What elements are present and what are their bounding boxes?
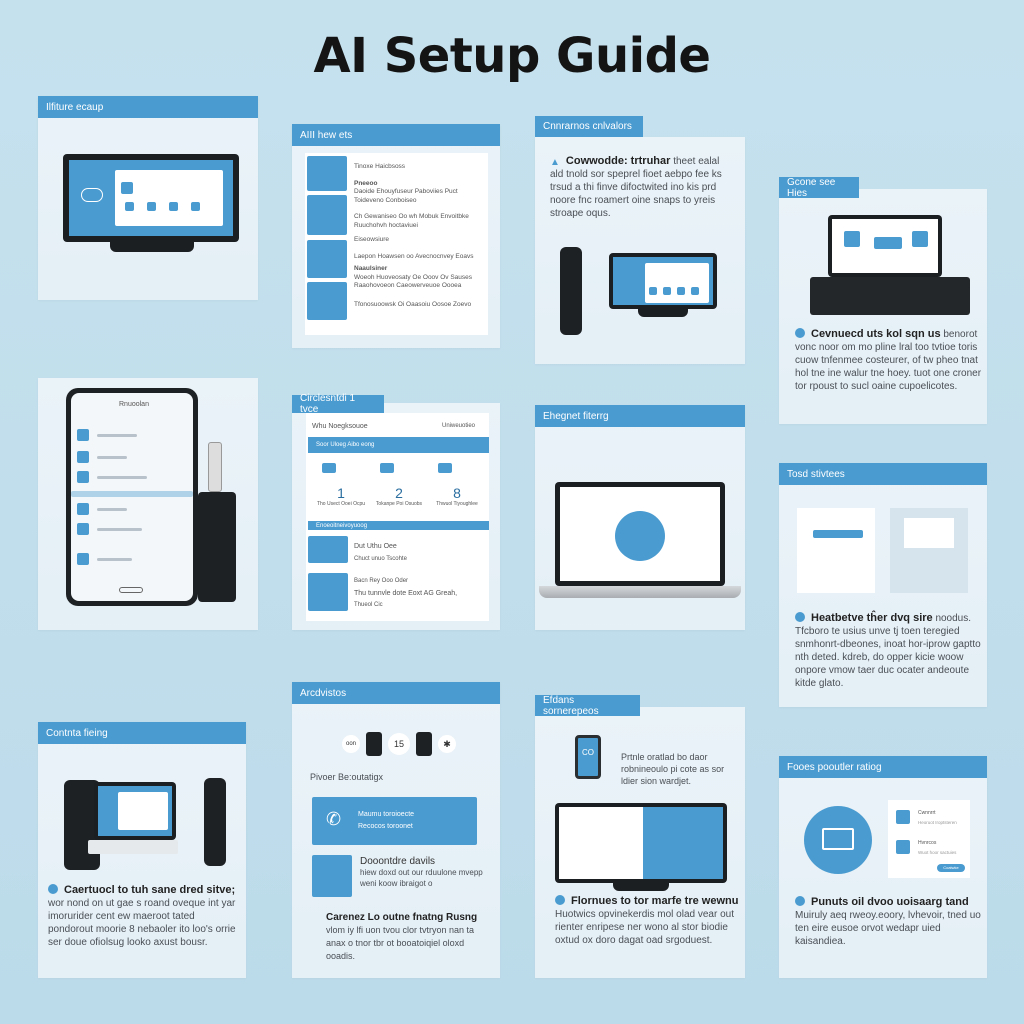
card-header: Fooes pooutler ratiog bbox=[779, 756, 987, 778]
dashboard-banner: Soor Uloeg Aibo eong bbox=[308, 437, 489, 453]
item-subtitle: Heoruot Iroptsteren bbox=[918, 820, 957, 825]
item-list: Tinoxe Haicbsoss Pneeoo Daoide Ehouyfuse… bbox=[354, 157, 484, 309]
chat-icon bbox=[795, 612, 805, 622]
screen-title: Rnuoolan bbox=[119, 401, 149, 408]
card-header: Tosd stivtees bbox=[779, 463, 987, 485]
phone-icon: ✆ bbox=[326, 809, 342, 829]
router-antenna bbox=[208, 442, 222, 492]
list-item: Tfonosuoowsk Oi Oaasoiu Oosoe Zoevo bbox=[354, 300, 472, 308]
card-ethernet: Ehegnet fiterrg bbox=[535, 405, 745, 630]
card-header: Ehegnet fiterrg bbox=[535, 405, 745, 427]
note-text: Prtnle oratlad bo daor robnineoulo pi co… bbox=[621, 752, 725, 786]
card-feature-setup: Ilfiture ecaup bbox=[38, 96, 258, 300]
smartphone-image: Rnuoolan bbox=[66, 388, 198, 606]
card-text: Flornues to tor marfe tre wewnu Huotwics… bbox=[555, 895, 739, 946]
action-button[interactable]: Coatwke bbox=[937, 864, 965, 872]
card-header: Cnnrarnos cnlvalors bbox=[535, 116, 643, 137]
item-title: Hvnrcos bbox=[918, 840, 937, 846]
section-bar: Enoeoitneivoyuoog bbox=[308, 521, 489, 530]
home-button[interactable] bbox=[119, 587, 143, 593]
card-header: AIII hew ets bbox=[292, 124, 500, 146]
list-item: Eiseowsiure bbox=[354, 236, 390, 243]
chat-icon bbox=[795, 896, 805, 906]
list-item: Ch Gewaniseo Oo wh Mobuk Envoitbke Ruuch… bbox=[354, 213, 469, 229]
laptop-image bbox=[828, 215, 942, 277]
cloud-icon bbox=[81, 188, 103, 202]
page-title: AI Setup Guide bbox=[313, 28, 711, 84]
card-header: Ilfiture ecaup bbox=[38, 96, 258, 118]
stat-card: 2 Tokanpe Poi Osuobs bbox=[374, 459, 424, 513]
card-product-rating: Fooes pooutler ratiog Cwnnrrt Heoruot Ir… bbox=[779, 756, 987, 978]
desk-phone-image bbox=[560, 247, 582, 335]
handheld-phone-image: CO bbox=[575, 735, 601, 779]
toggle-icon[interactable]: oon bbox=[342, 735, 360, 753]
card-ai-items: AIII hew ets Tinoxe Haicbsoss Pneeoo Dao… bbox=[292, 124, 500, 348]
card-text: Punuts oil dvoo uoisaarg tand Muiruly ae… bbox=[795, 896, 981, 947]
card-header: Efdans sornerepeos bbox=[535, 695, 640, 717]
topbar-user: Uniweuotieo bbox=[442, 423, 476, 429]
monitor-image bbox=[94, 782, 176, 840]
card-phone: Rnuoolan bbox=[38, 378, 258, 630]
list-item: Woeoh Huoveosaty Oe Ooov Ov Sauses Raaoh… bbox=[354, 273, 473, 290]
laptop-keyboard bbox=[810, 277, 970, 315]
row-subtitle: Thueol Cic bbox=[354, 602, 383, 608]
monitor-image bbox=[609, 253, 717, 309]
card-activities: Arcdvistos oon 15 ✱ Pivoer Be:outatigx ✆… bbox=[292, 682, 500, 978]
monitor-image bbox=[63, 154, 239, 242]
chat-icon bbox=[795, 328, 805, 338]
list-item: Tinoxe Haicbsoss bbox=[354, 163, 406, 170]
card-tools: Tosd stivtees Heatbetve tĥer dvq sire no… bbox=[779, 463, 987, 707]
clock-icon[interactable]: 15 bbox=[388, 733, 410, 755]
card-text: Caertuocl to tuh sane dred sitve; wor no… bbox=[48, 884, 236, 948]
card-header: Arcdvistos bbox=[292, 682, 500, 704]
stat-card: 1 Tho Usect Ooei Ocpu bbox=[316, 459, 366, 513]
icon-row: oon 15 ✱ bbox=[342, 732, 456, 756]
shield-icon bbox=[307, 282, 347, 320]
list-item: Laepon Hoawsen oo Avecnocnvey Eoavs bbox=[354, 252, 474, 260]
card-screen-response: CO Prtnle oratlad bo daor robnineoulo pi… bbox=[535, 707, 745, 978]
item-subtitle: Wuot hoor sactuies bbox=[918, 850, 957, 855]
fingerprint-icon bbox=[615, 511, 665, 561]
laptop-image bbox=[555, 482, 725, 586]
mail-icon bbox=[804, 806, 872, 874]
card-contact: Contnta fieing Caertuocl to tuh sane dre… bbox=[38, 722, 246, 978]
list-item: Daoide Ehouyfuseur Paboviies Puct Toidev… bbox=[354, 188, 458, 204]
list-item: Naaulsiner bbox=[354, 265, 388, 272]
list-item: Pneeoo bbox=[354, 179, 378, 187]
puzzle-icon bbox=[307, 195, 347, 235]
item-title: Cwnnrrt bbox=[918, 810, 936, 816]
card-text: Cevnuecd uts kol sqn us benorot vonc noo… bbox=[795, 328, 982, 392]
settings-icon[interactable]: ✱ bbox=[438, 735, 456, 753]
document-icon bbox=[307, 240, 347, 278]
item-text: Dooontdre davils hiew doxd out our rduul… bbox=[360, 856, 483, 888]
topbar-title: Whu Noegksouoe bbox=[312, 423, 368, 430]
subheading: Pivoer Be:outatigx bbox=[310, 772, 384, 782]
person-icon: ▲ bbox=[550, 157, 560, 168]
photo-icon[interactable] bbox=[416, 732, 432, 756]
card-header: Contnta fieing bbox=[38, 722, 246, 744]
card-text: Carenez Lo outne fnatng Rusng vlom iy lf… bbox=[326, 912, 478, 961]
chat-icon bbox=[555, 895, 565, 905]
row-title: Dut Uthu Oee bbox=[354, 543, 397, 550]
card-header: Gcone see Hies bbox=[779, 177, 859, 199]
callout-box[interactable]: ✆ Maumu toroioecte Recocos toroonet bbox=[312, 797, 477, 845]
monitor-image bbox=[555, 803, 727, 883]
handset-image bbox=[204, 778, 226, 866]
stat-card: 8 Thwuol Tiyoughlee bbox=[432, 459, 482, 513]
card-dashboard: Whu Noegksouoe Uniweuotieo Soor Uloeg Ai… bbox=[292, 403, 500, 630]
camera-icon[interactable] bbox=[366, 732, 382, 756]
app-icon bbox=[307, 156, 347, 191]
row-subtitle: Thu tunnvle dote Eoxt AG Greah, bbox=[354, 590, 458, 597]
router-image bbox=[198, 492, 236, 602]
chat-icon bbox=[48, 884, 58, 894]
card-header: Circlesntdi 1 tvce bbox=[292, 393, 384, 415]
item-icon bbox=[312, 855, 352, 897]
row-subtitle: Chuct unuo Tscohte bbox=[354, 556, 407, 562]
card-text: Heatbetve tĥer dvq sire noodus. Tfcboro … bbox=[795, 612, 981, 689]
card-text: ▲Cowwodde: trtruhar theet ealal ald tnol… bbox=[550, 155, 722, 219]
row-title: Bacn Rey Ooo Oder bbox=[354, 578, 409, 584]
